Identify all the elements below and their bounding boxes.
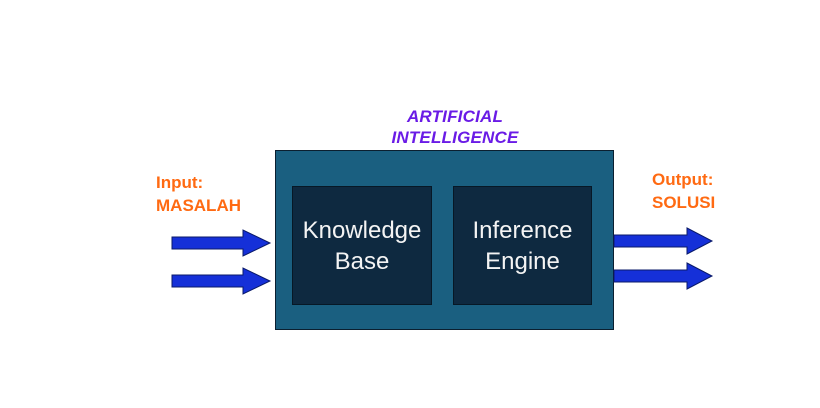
input-label: Input: MASALAH [156,171,241,217]
input-label-line-1: Input: [156,173,204,192]
ai-title: ARTIFICIAL INTELLIGENCE [360,106,550,148]
input-label-line-2: MASALAH [156,196,241,215]
ai-title-line-1: ARTIFICIAL [406,107,504,126]
arrow-right-icon [613,227,714,255]
output-arrow-1 [613,227,714,255]
output-label: Output: SOLUSI [652,168,715,214]
input-arrow-1 [171,229,272,257]
inference-engine-box: Inference Engine [453,186,592,305]
knowledge-base-line-2: Base [334,247,390,275]
ai-title-line-2: INTELLIGENCE [391,128,519,147]
output-label-line-2: SOLUSI [652,193,716,212]
arrow-right-icon [171,229,272,257]
output-label-line-1: Output: [652,170,714,189]
arrow-right-icon [171,267,272,295]
knowledge-base-line-1: Knowledge [302,216,422,244]
inference-engine-line-2: Engine [485,247,560,275]
knowledge-base-box: Knowledge Base [292,186,432,305]
input-arrow-2 [171,267,272,295]
inference-engine-line-1: Inference [472,216,573,244]
arrow-right-icon [613,262,714,290]
output-arrow-2 [613,262,714,290]
